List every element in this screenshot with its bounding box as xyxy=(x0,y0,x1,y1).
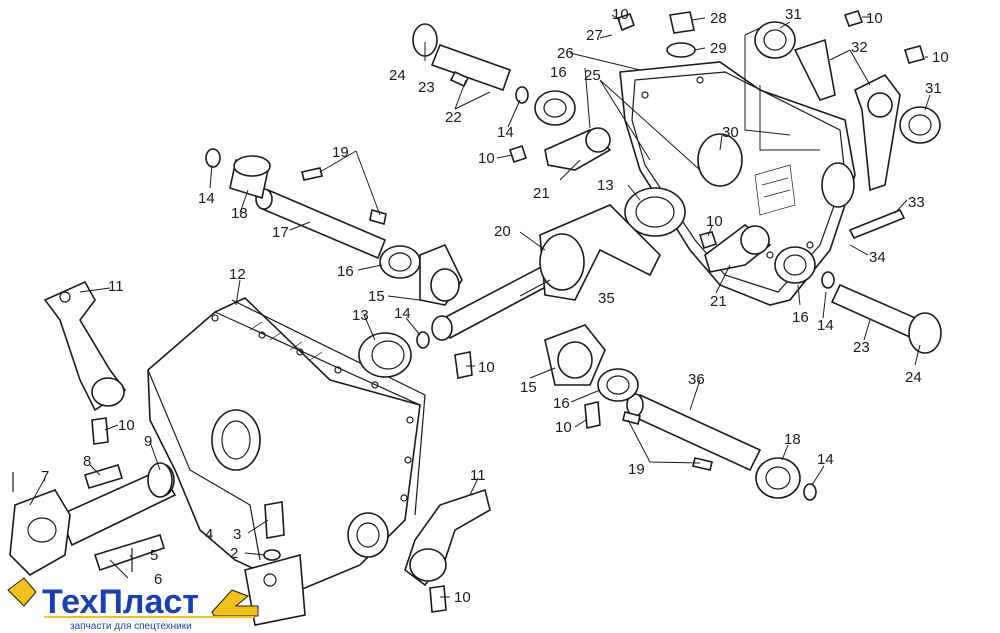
callout-29: 29 xyxy=(710,40,727,57)
callout-9: 9 xyxy=(144,433,152,450)
callout-16: 16 xyxy=(792,309,809,326)
callout-35: 35 xyxy=(598,290,615,307)
shaft-36 xyxy=(626,393,762,472)
callout-14: 14 xyxy=(817,317,834,334)
callout-15: 15 xyxy=(368,288,385,305)
callout-10: 10 xyxy=(612,6,629,23)
callout-33: 33 xyxy=(908,194,925,211)
callout-25: 25 xyxy=(584,67,601,84)
callout-21: 21 xyxy=(710,293,727,310)
callout-28: 28 xyxy=(710,10,727,27)
callout-6: 6 xyxy=(154,571,162,588)
washers xyxy=(147,42,835,561)
callout-19: 19 xyxy=(628,461,645,478)
bushing-16-right xyxy=(774,246,816,284)
lever-15-lower xyxy=(544,324,606,386)
callout-27: 27 xyxy=(586,27,603,44)
callout-10: 10 xyxy=(118,417,135,434)
callout-26: 26 xyxy=(557,45,574,62)
callout-14: 14 xyxy=(198,190,215,207)
bushing-18-lower xyxy=(755,457,801,499)
callout-3: 3 xyxy=(233,526,241,543)
callout-11: 11 xyxy=(470,467,486,484)
callout-10: 10 xyxy=(478,150,495,167)
callout-10: 10 xyxy=(866,10,883,27)
callout-10: 10 xyxy=(454,589,471,606)
callout-18: 18 xyxy=(231,205,248,222)
shaft-35 xyxy=(431,263,557,341)
lever-11-left xyxy=(43,280,127,412)
callout-10: 10 xyxy=(478,359,495,376)
callout-31: 31 xyxy=(925,80,942,97)
shaft-17 xyxy=(255,188,387,260)
callout-16: 16 xyxy=(553,395,570,412)
callout-16: 16 xyxy=(550,64,567,81)
callout-numbers: 24 23 22 14 16 25 26 27 10 28 29 31 10 3… xyxy=(41,6,949,606)
callout-14: 14 xyxy=(497,124,514,141)
lever-21-upper xyxy=(544,127,612,171)
bushing-16-lower xyxy=(597,368,639,402)
callout-24: 24 xyxy=(905,369,922,386)
bushing-13-center xyxy=(358,332,412,378)
lever-32 xyxy=(793,38,901,192)
logo-excavator-icon xyxy=(7,577,37,607)
lever-21-lower xyxy=(704,223,772,273)
callout-31: 31 xyxy=(785,6,802,23)
callout-11: 11 xyxy=(108,278,124,295)
callout-12: 12 xyxy=(229,266,246,283)
callout-7: 7 xyxy=(41,468,49,485)
callout-5: 5 xyxy=(150,547,158,564)
callout-4: 4 xyxy=(205,526,213,543)
callout-18: 18 xyxy=(784,431,801,448)
shaft-23-upper xyxy=(412,23,512,92)
callout-13: 13 xyxy=(352,307,369,324)
callout-30: 30 xyxy=(722,124,739,141)
callout-22: 22 xyxy=(445,109,462,126)
callout-20: 20 xyxy=(494,223,511,240)
logo-underline xyxy=(44,616,254,618)
callout-14: 14 xyxy=(394,305,411,322)
bushing-16-top xyxy=(534,90,576,126)
bolts xyxy=(91,10,926,613)
callout-10: 10 xyxy=(706,213,723,230)
lever-11-right xyxy=(404,488,491,587)
bushing-31-top xyxy=(754,21,796,59)
leader-lines xyxy=(29,14,931,598)
callout-10: 10 xyxy=(932,49,949,66)
callout-23: 23 xyxy=(418,79,435,96)
bushing-31-right xyxy=(899,106,941,144)
bushing-20 xyxy=(539,204,661,301)
callout-13: 13 xyxy=(597,177,614,194)
main-housing xyxy=(147,297,426,591)
callout-8: 8 xyxy=(83,453,91,470)
logo-wordmark: ТехПласт xyxy=(42,583,199,621)
callout-21: 21 xyxy=(533,185,550,202)
callout-15: 15 xyxy=(520,379,537,396)
callout-19: 19 xyxy=(332,144,349,161)
bushing-16-left xyxy=(379,245,421,279)
callout-10: 10 xyxy=(555,419,572,436)
shaft-23-lower xyxy=(830,283,942,354)
company-logo: ТехПласт запчасти для спецтехники xyxy=(7,577,259,632)
callout-34: 34 xyxy=(869,249,886,266)
callout-14: 14 xyxy=(817,451,834,468)
callout-32: 32 xyxy=(851,39,868,56)
callout-24: 24 xyxy=(389,67,406,84)
bushing-18-upper xyxy=(229,155,271,200)
top-cover xyxy=(619,61,856,306)
callout-36: 36 xyxy=(688,371,705,388)
callout-16: 16 xyxy=(337,263,354,280)
lever-15-upper xyxy=(419,243,463,306)
clamp-7 xyxy=(9,489,71,576)
callout-2: 2 xyxy=(230,545,238,562)
callout-23: 23 xyxy=(853,339,870,356)
callout-17: 17 xyxy=(272,224,289,241)
logo-tagline: запчасти для спецтехники xyxy=(70,621,192,632)
